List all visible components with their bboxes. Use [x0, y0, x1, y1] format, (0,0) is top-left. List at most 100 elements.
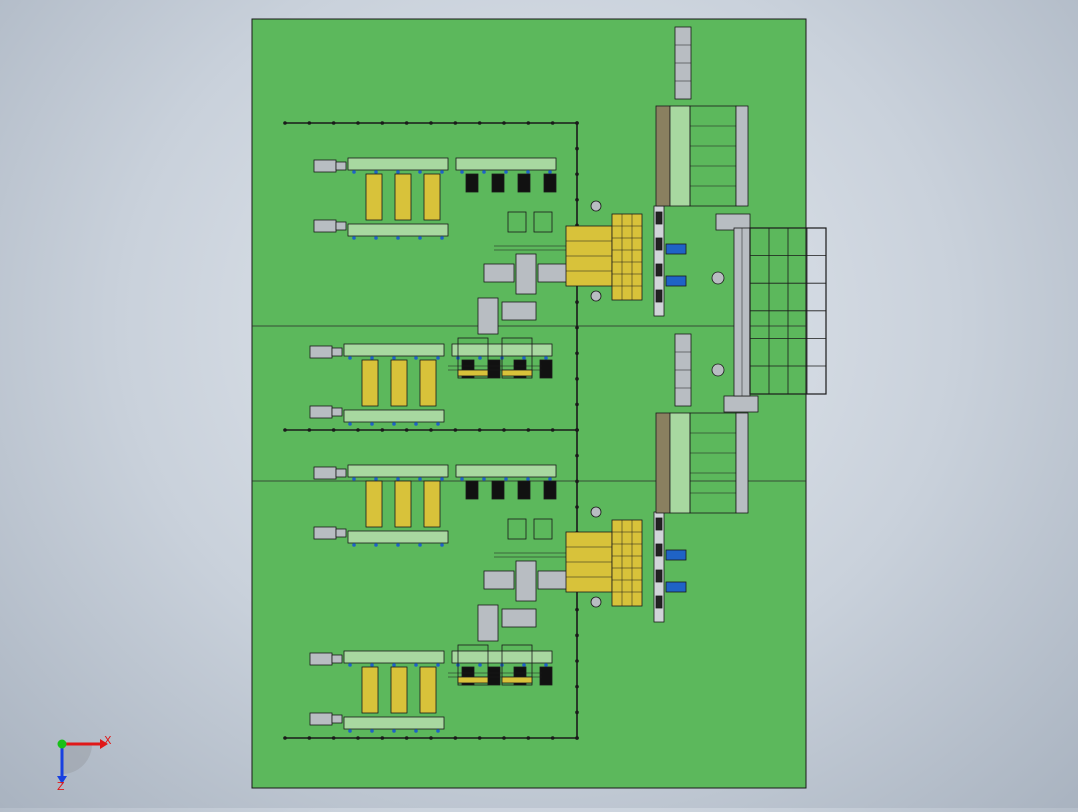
- fence-post: [526, 736, 531, 740]
- fence-post: [307, 428, 312, 432]
- conveyor-bar: [455, 464, 557, 478]
- robot-head: [590, 506, 602, 518]
- die-block: [487, 359, 501, 379]
- fence-post: [429, 428, 433, 432]
- motor-unit: [313, 219, 337, 233]
- transfer-unit: [501, 301, 537, 321]
- fence-post: [575, 121, 579, 125]
- fence-post: [404, 121, 409, 125]
- fence-post: [307, 736, 312, 740]
- press-machine: [365, 173, 383, 221]
- frame: [457, 337, 489, 379]
- robot-base: [515, 253, 537, 295]
- fence-post: [575, 172, 579, 176]
- column-block: [655, 263, 663, 277]
- roller: [396, 170, 400, 174]
- die-block: [491, 480, 505, 500]
- fence-post: [575, 684, 579, 689]
- triad-shadow: [62, 744, 92, 774]
- rack-frame: [669, 412, 691, 514]
- fence-post: [575, 453, 579, 458]
- press-machine: [419, 666, 437, 714]
- fence-post: [550, 428, 555, 432]
- fence-post: [429, 736, 433, 740]
- roller: [544, 663, 548, 667]
- fence-post: [429, 121, 433, 125]
- transfer-unit: [537, 263, 569, 283]
- press-machine: [423, 480, 441, 528]
- cell-group-top: [309, 105, 749, 426]
- fence-post: [477, 428, 482, 432]
- bridge-unit: [715, 213, 751, 231]
- roller: [440, 543, 444, 547]
- die-block: [539, 666, 553, 686]
- roller: [374, 170, 378, 174]
- fence-post: [380, 121, 385, 125]
- fence-post: [502, 428, 506, 432]
- robot-head: [711, 271, 725, 285]
- roller: [414, 729, 418, 733]
- fence-post: [283, 736, 287, 740]
- roller: [370, 356, 374, 360]
- column-block: [655, 595, 663, 609]
- press-machine: [361, 359, 379, 407]
- feeder-table: [611, 213, 643, 301]
- roller: [348, 356, 352, 360]
- conveyor-bar: [347, 223, 449, 237]
- press-machine: [390, 666, 408, 714]
- roller: [504, 170, 508, 174]
- column-block: [655, 569, 663, 583]
- fence-post: [380, 428, 385, 432]
- die-block: [517, 173, 531, 193]
- tray: [501, 676, 533, 684]
- fence-post: [526, 428, 531, 432]
- view-orientation-triad: X Z: [57, 734, 112, 792]
- roller: [522, 356, 526, 360]
- motor-unit: [331, 654, 343, 664]
- press-machine: [361, 666, 379, 714]
- x-axis-label: X: [104, 734, 112, 747]
- rack-column: [655, 412, 671, 514]
- cell-group-bottom: [309, 412, 749, 733]
- motor-unit: [335, 221, 347, 231]
- fence-post: [550, 121, 555, 125]
- roller: [436, 356, 440, 360]
- roller: [374, 236, 378, 240]
- fence-post: [477, 736, 482, 740]
- roller: [392, 663, 396, 667]
- rack-column: [655, 105, 671, 207]
- fence-post: [502, 736, 506, 740]
- motor-unit: [309, 712, 333, 726]
- motor-unit: [309, 652, 333, 666]
- roller: [348, 663, 352, 667]
- fence-post: [575, 402, 579, 407]
- y-axis-dot: [57, 739, 67, 749]
- roller: [374, 477, 378, 481]
- motor-unit: [313, 526, 337, 540]
- fence-post: [575, 325, 579, 330]
- press-machine: [365, 480, 383, 528]
- bridge-unit: [723, 395, 759, 413]
- roller: [392, 422, 396, 426]
- fence-post: [453, 736, 458, 740]
- fence-post: [356, 121, 360, 125]
- fence-post: [453, 121, 458, 125]
- roller: [436, 422, 440, 426]
- conveyor-bar: [343, 716, 445, 730]
- roller: [522, 663, 526, 667]
- column-block: [655, 289, 663, 303]
- frame: [501, 337, 533, 379]
- press-machine: [419, 359, 437, 407]
- roller: [436, 663, 440, 667]
- column-block: [655, 517, 663, 531]
- conveyor-bar: [343, 409, 445, 423]
- die-block: [465, 173, 479, 193]
- z-axis-head: [57, 776, 67, 784]
- fence-post: [283, 428, 287, 432]
- die-block: [491, 173, 505, 193]
- fence-post: [404, 736, 409, 740]
- roller: [460, 477, 464, 481]
- roller: [504, 477, 508, 481]
